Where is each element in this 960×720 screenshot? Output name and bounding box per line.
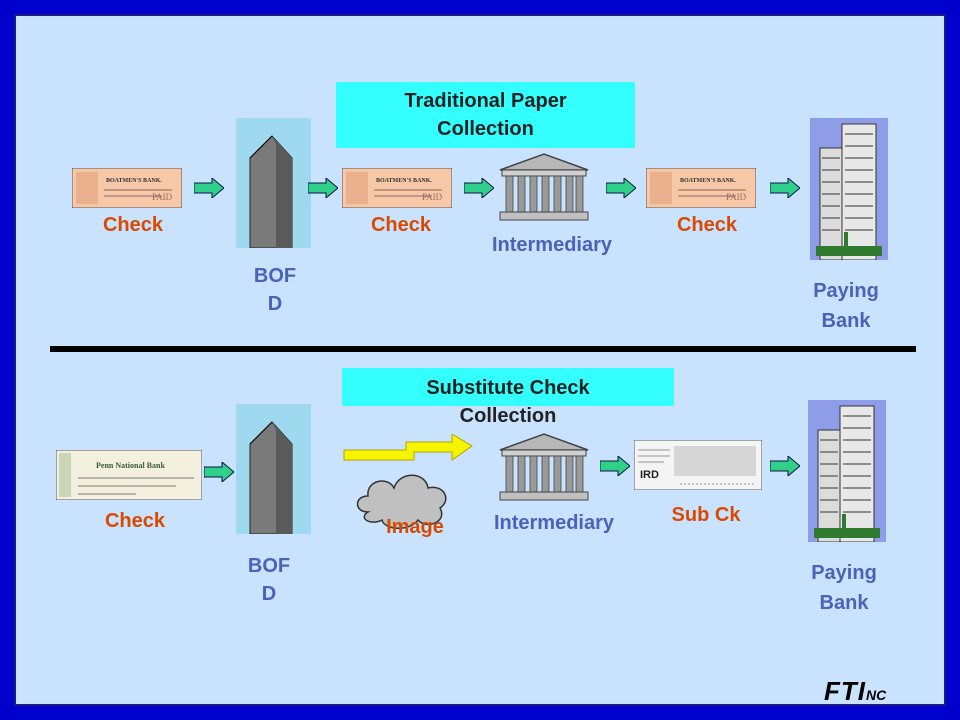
- check-stamp: PAID: [422, 192, 443, 202]
- logo-main: FTI: [824, 676, 866, 706]
- logo-suffix: NC: [866, 687, 887, 703]
- check-label: Check: [104, 510, 166, 532]
- fti-logo: FTINC: [824, 676, 886, 707]
- check-bank-name: BOATMEN'S BANK.: [106, 178, 162, 184]
- intermediary-label: Intermediary: [493, 512, 615, 534]
- arrow-icon: [600, 456, 630, 476]
- paper-check-image: BOATMEN'S BANK. PAID: [342, 168, 452, 208]
- section-divider: [50, 346, 916, 352]
- arrow-icon: [194, 178, 224, 198]
- intermediary-label: Intermediary: [491, 234, 613, 256]
- substitute-check-image: IRD: [634, 440, 762, 490]
- check-stamp: PAID: [152, 192, 173, 202]
- cloud-icon: [356, 474, 447, 529]
- bofd-label: BOF D: [253, 265, 297, 315]
- paying-bank-label: Paying Bank: [813, 280, 879, 332]
- traditional-collection-title: Traditional Paper Collection: [336, 82, 635, 148]
- arrow-icon: [464, 178, 494, 198]
- check-bank-name: BOATMEN'S BANK.: [680, 178, 736, 184]
- intermediary-bank-icon: [499, 153, 589, 221]
- original-check-image: Penn National Bank: [56, 450, 202, 500]
- paying-bank-building-icon: [808, 400, 886, 542]
- check-label: Check: [370, 214, 432, 236]
- paper-check-image: BOATMEN'S BANK. PAID: [72, 168, 182, 208]
- sub-ck-label: Sub Ck: [671, 504, 741, 526]
- check-bank-name: Penn National Bank: [96, 461, 165, 470]
- paper-check-image: BOATMEN'S BANK. PAID: [646, 168, 756, 208]
- paying-bank-building-icon: [810, 118, 888, 260]
- check-stamp: PAID: [726, 192, 747, 202]
- check-label: Check: [102, 214, 164, 236]
- check-label: Check: [676, 214, 738, 236]
- bofd-bank-building-icon: [236, 404, 311, 534]
- bofd-label: BOF D: [247, 555, 291, 605]
- arrow-icon: [204, 462, 234, 482]
- arrow-icon: [308, 178, 338, 198]
- intermediary-bank-icon: [499, 433, 589, 501]
- arrow-icon: [606, 178, 636, 198]
- check-bank-name: BOATMEN'S BANK.: [376, 178, 432, 184]
- substitute-check-title: Substitute Check Collection: [342, 368, 674, 427]
- paying-bank-label: Paying Bank: [811, 562, 877, 614]
- ird-label: IRD: [640, 469, 659, 481]
- image-label: Image: [386, 516, 444, 538]
- electronic-transmission-icon: [343, 434, 473, 529]
- bofd-bank-building-icon: [236, 118, 311, 248]
- arrow-icon: [770, 178, 800, 198]
- arrow-icon: [770, 456, 800, 476]
